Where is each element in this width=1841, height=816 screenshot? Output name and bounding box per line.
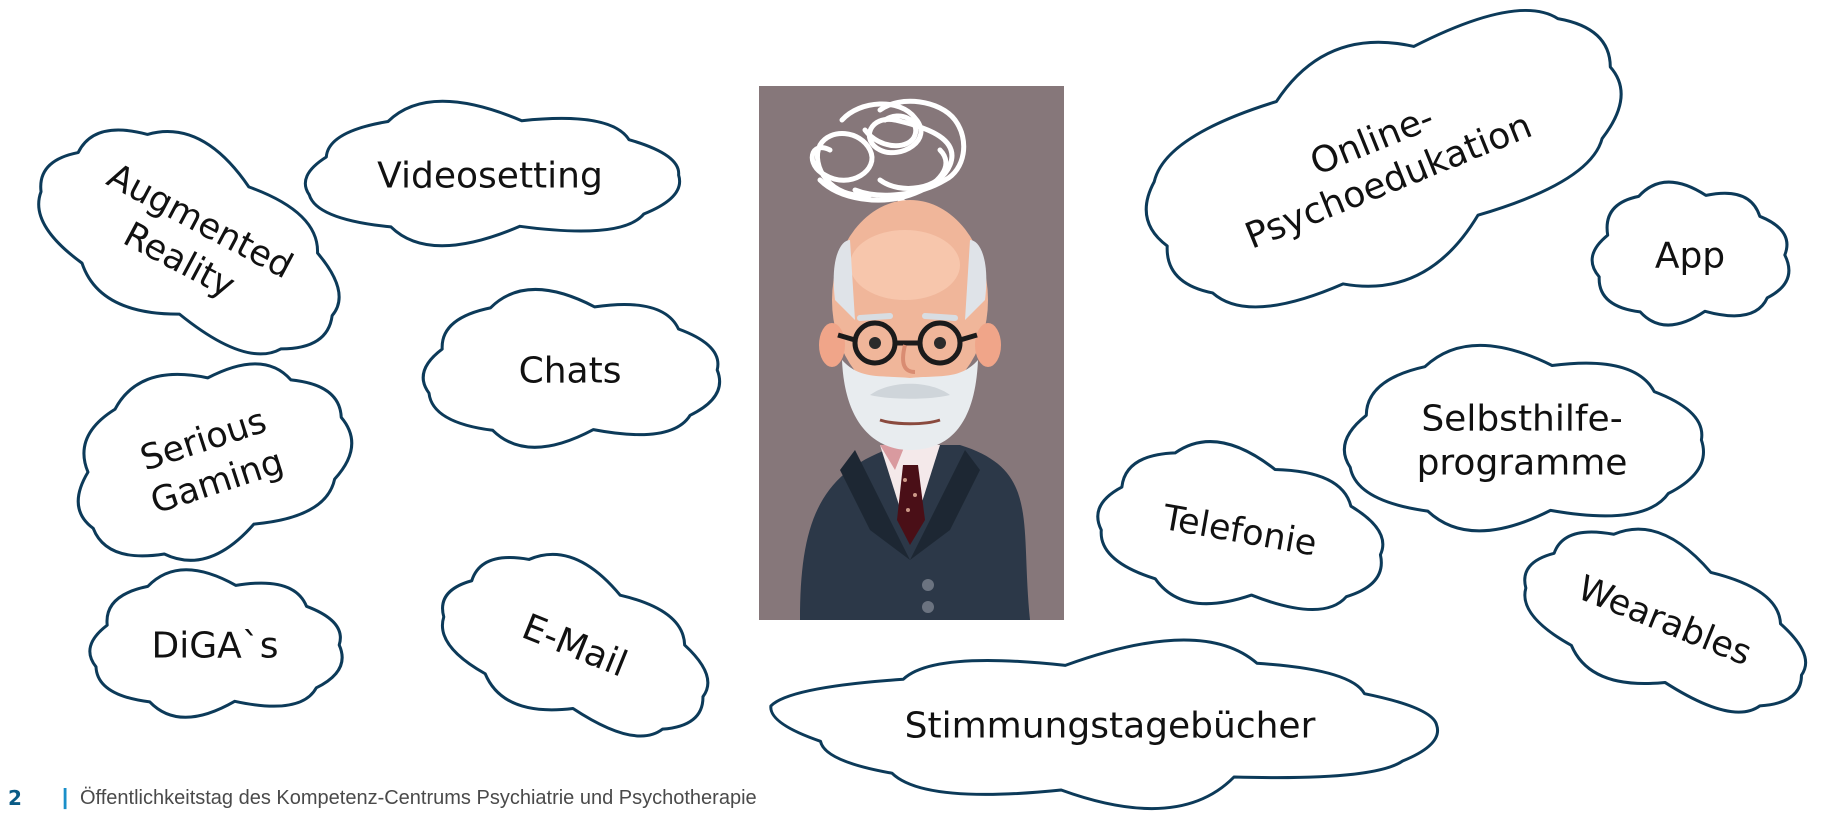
cloud-label: Videosetting — [377, 156, 603, 197]
page-number: 2 — [8, 786, 22, 810]
cloud-label: Chats — [519, 351, 622, 392]
cloud-shape — [441, 552, 710, 738]
cloud-label: Selbsthilfe- — [1421, 399, 1622, 440]
cloud-email: E-Mail — [441, 552, 710, 738]
cloud-videosetting: Videosetting — [303, 99, 682, 248]
cloud-shape — [76, 362, 354, 562]
footer-text: Öffentlichkeitstag des Kompetenz-Centrum… — [80, 787, 757, 809]
cloud-online-psychoedukation: Online-Psychoedukation — [1144, 8, 1623, 309]
cloud-shape — [1096, 440, 1385, 611]
cloud-wearables: Wearables — [1523, 527, 1808, 714]
cloud-label: App — [1655, 236, 1725, 277]
cloud-label: DiGA`s — [151, 626, 278, 667]
cloud-shape — [1590, 180, 1791, 327]
cloud-selbsthilfeprogramme: Selbsthilfe-programme — [1342, 343, 1705, 533]
thinking-psychoanalyst-illustration-icon — [759, 86, 1064, 620]
cloud-stimmungstagebuecher: Stimmungstagebücher — [769, 638, 1440, 811]
cloud-shape — [1523, 527, 1808, 714]
cloud-label: Stimmungstagebücher — [905, 706, 1316, 747]
cloud-app: App — [1590, 180, 1791, 327]
cloud-telefonie: Telefonie — [1096, 440, 1385, 611]
cloud-shape — [88, 568, 344, 719]
cloud-shape — [769, 638, 1440, 811]
cloud-digas: DiGA`s — [88, 568, 344, 719]
cloud-shape — [1342, 343, 1705, 533]
cloud-shape — [421, 288, 722, 449]
cloud-shape — [37, 128, 341, 356]
footer-divider-bar: | — [62, 784, 69, 809]
cloud-chats: Chats — [421, 288, 722, 449]
cloud-shape — [303, 99, 682, 248]
cloud-label: programme — [1417, 443, 1628, 484]
cloud-shape — [1144, 8, 1623, 309]
